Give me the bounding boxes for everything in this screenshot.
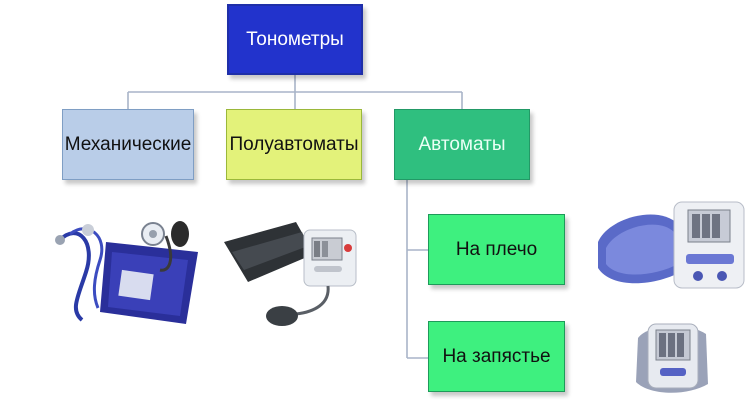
- root-node: Тонометры: [227, 4, 363, 75]
- auto-child-arm: На плечо: [428, 214, 565, 285]
- arm-automatic-tonometer-image: [598, 201, 745, 289]
- category-mechanical: Механические: [62, 109, 194, 180]
- auto-child-wrist: На запястье: [428, 321, 565, 392]
- mechanical-tonometer-image: [55, 221, 198, 324]
- category-automatic: Автоматы: [394, 109, 530, 180]
- wrist-automatic-tonometer-image: [636, 323, 708, 393]
- category-semi-automatic: Полуавтоматы: [226, 109, 362, 180]
- semi-automatic-tonometer-image: [224, 222, 357, 326]
